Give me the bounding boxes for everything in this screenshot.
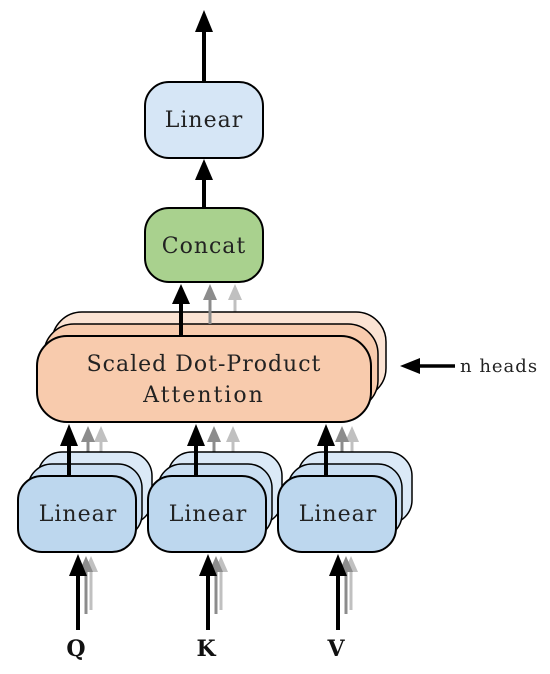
attention-label-line1: Scaled Dot-Product bbox=[87, 352, 322, 377]
output-arrow bbox=[195, 10, 213, 82]
input-linear-stack-q: Linear bbox=[17, 450, 153, 553]
input-linear-label-q: Linear bbox=[39, 502, 117, 527]
concat-label: Concat bbox=[162, 234, 247, 259]
concat-box: Concat bbox=[144, 207, 264, 283]
input-label-q: Q bbox=[66, 636, 85, 662]
input-linear-label-k: Linear bbox=[169, 502, 247, 527]
input-labels: Q K V bbox=[66, 636, 345, 662]
output-linear-box: Linear bbox=[144, 81, 264, 159]
input-linear-stack-v: Linear bbox=[277, 450, 413, 553]
attention-label-line2: Attention bbox=[142, 383, 265, 408]
input-linear-label-v: Linear bbox=[299, 502, 377, 527]
input-label-k: K bbox=[196, 636, 216, 662]
input-linear-stack-k: Linear bbox=[147, 450, 283, 553]
input-arrows bbox=[69, 554, 358, 630]
heads-label: n heads bbox=[460, 356, 538, 377]
heads-annotation: n heads bbox=[400, 356, 538, 377]
concat-to-linear-arrow bbox=[195, 159, 213, 208]
input-label-v: V bbox=[326, 636, 345, 662]
attention-stack: Scaled Dot-Product Attention bbox=[36, 300, 387, 423]
output-linear-label: Linear bbox=[165, 108, 243, 133]
